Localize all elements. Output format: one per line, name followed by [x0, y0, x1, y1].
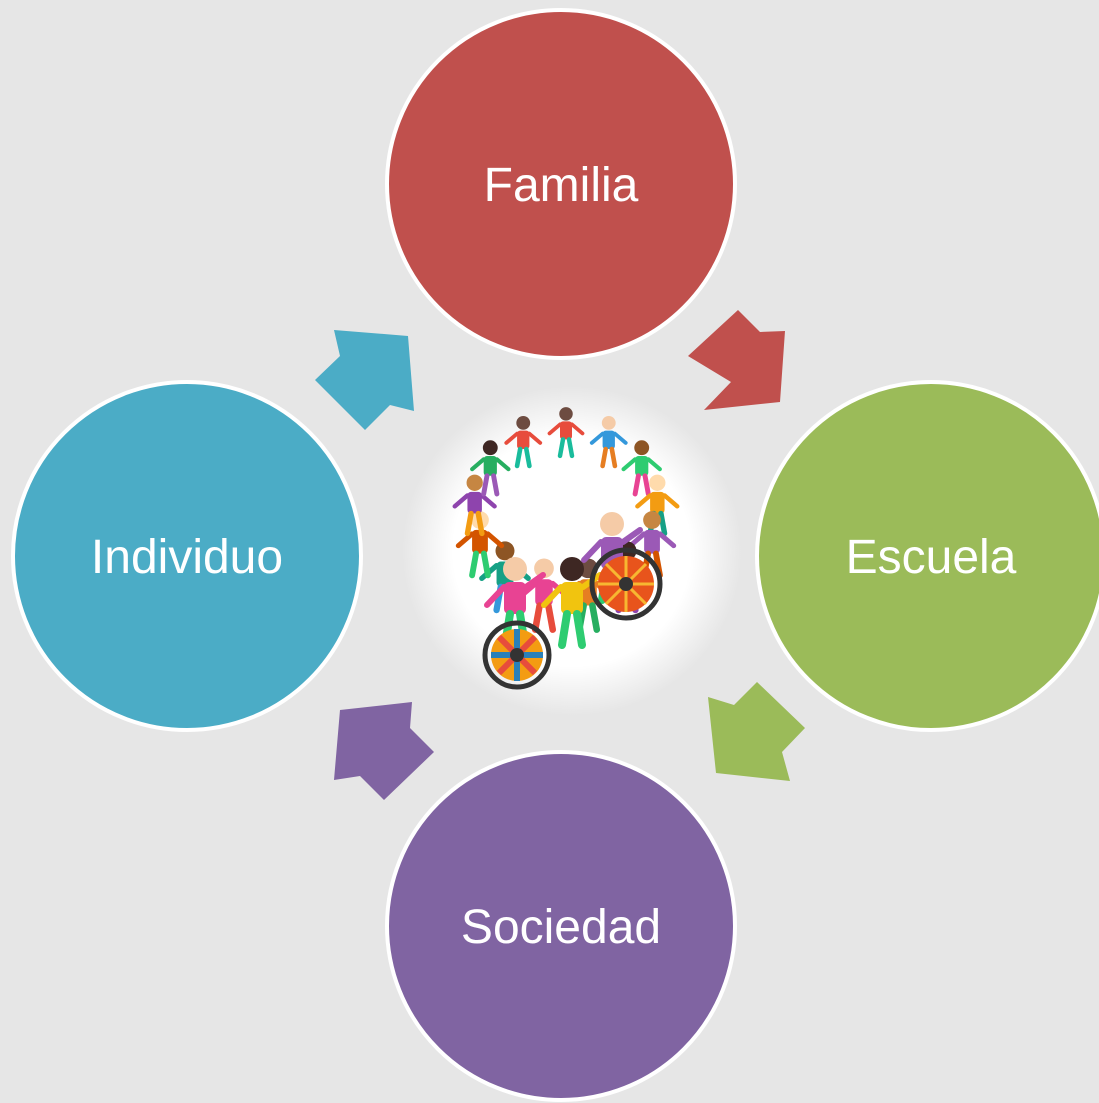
children-circle-icon: [452, 407, 680, 690]
child-figure-icon: [547, 407, 585, 459]
child-figure-icon: [621, 440, 662, 497]
node-individuo-label: Individuo: [91, 531, 283, 584]
child-figure-icon: [589, 415, 628, 469]
arrow-familia-to-escuela-icon: [688, 310, 785, 410]
node-familia-label: Familia: [484, 159, 639, 212]
node-sociedad-circle: [385, 750, 737, 1102]
cycle-arrows: [315, 310, 805, 800]
node-sociedad-label: Sociedad: [461, 901, 661, 954]
arrow-escuela-to-sociedad-icon: [708, 682, 805, 781]
child-figure-icon: [452, 474, 497, 537]
node-escuela: Escuela: [755, 380, 1099, 732]
node-sociedad: Sociedad: [385, 750, 737, 1102]
node-escuela-circle: [755, 380, 1099, 732]
child-figure-icon: [470, 440, 511, 497]
arrow-sociedad-to-individuo-icon: [334, 702, 434, 800]
wheelchair-icon: [589, 547, 663, 621]
child-figure-icon: [504, 415, 543, 469]
arrow-individuo-to-familia-icon: [315, 330, 414, 430]
node-individuo: Individuo: [11, 380, 363, 732]
child-figure-icon: [455, 511, 505, 579]
wheelchair-icon: [482, 620, 552, 690]
node-familia-circle: [385, 8, 737, 360]
child-figure-icon: [541, 557, 603, 649]
center-illustration: [402, 386, 742, 716]
node-escuela-label: Escuela: [846, 531, 1017, 584]
node-individuo-circle: [11, 380, 363, 732]
node-familia: Familia: [385, 8, 737, 360]
